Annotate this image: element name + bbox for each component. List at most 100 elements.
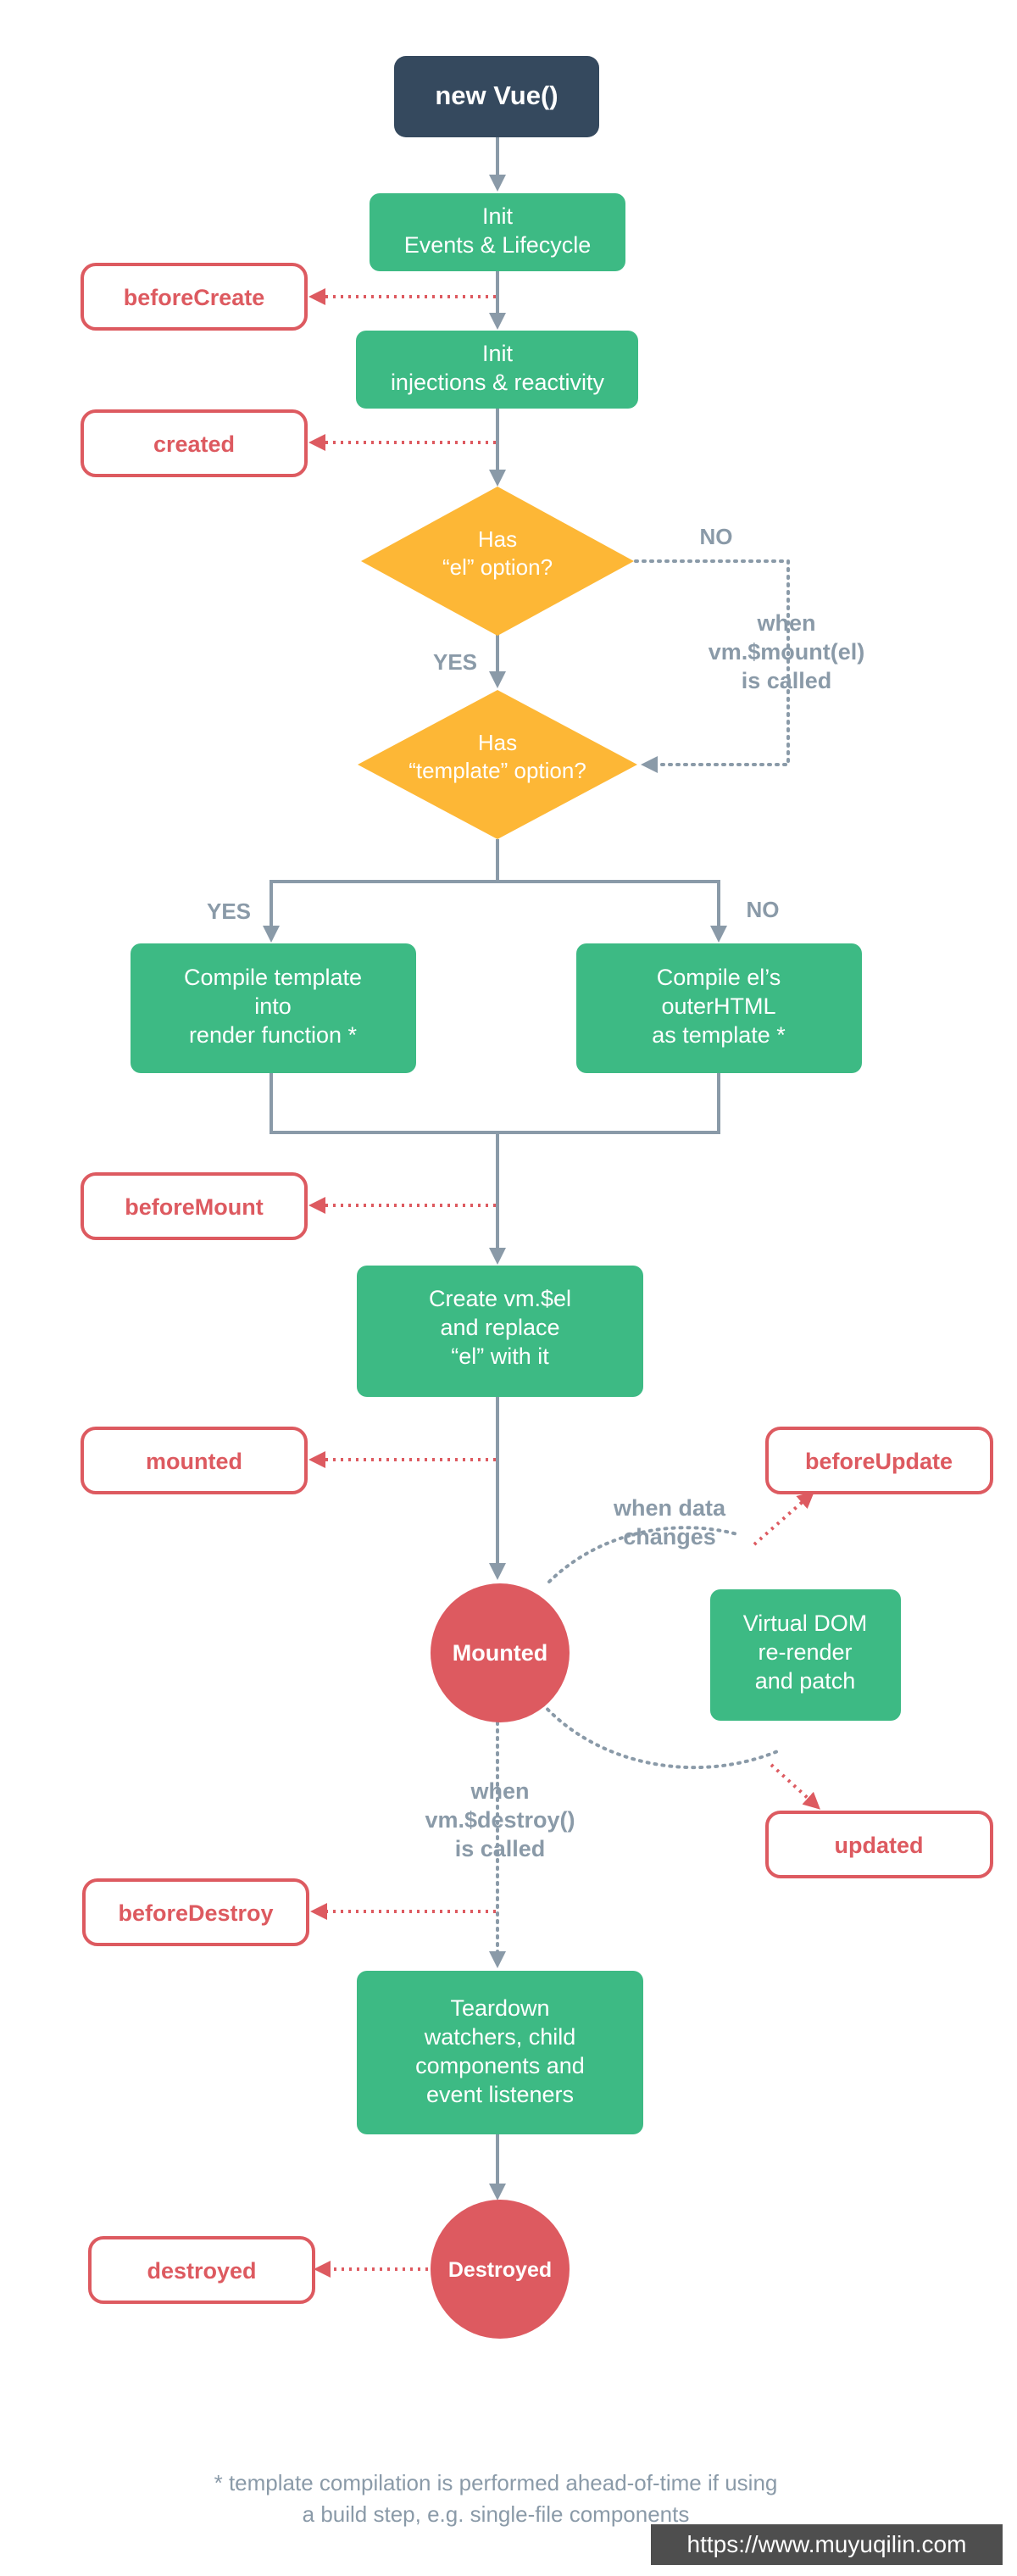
compile-el-box	[576, 943, 862, 1073]
label-when-destroy-1: when	[470, 1778, 529, 1804]
init-injections-line-2: injections & reactivity	[391, 370, 605, 395]
hook-updated: updated	[765, 1811, 993, 1878]
compile-template-line-2: into	[254, 993, 292, 1019]
has-template-line-1: Has	[478, 730, 517, 755]
destroyed-circle	[431, 2200, 570, 2339]
main-connectors	[263, 137, 727, 2200]
virtual-dom-box	[710, 1589, 901, 1721]
create-el-line-3: “el” with it	[451, 1344, 549, 1369]
hook-label-beforeMount: beforeMount	[125, 1194, 263, 1220]
create-el-box	[357, 1266, 643, 1397]
hook-box-beforeDestroy	[82, 1878, 309, 1946]
compile-template-line-3: render function *	[189, 1022, 358, 1048]
mounted-circle	[431, 1583, 570, 1722]
has-el-decision: Has “el” option?	[361, 487, 634, 636]
virtual-dom-line-1: Virtual DOM	[743, 1611, 868, 1636]
start-box	[394, 56, 599, 137]
label-no-el: NO	[700, 524, 733, 549]
compile-el-line-1: Compile el’s	[657, 965, 781, 990]
create-el-node: Create vm.$el and replace “el” with it	[357, 1266, 643, 1397]
watermark: https://www.muyuqilin.com	[651, 2524, 1003, 2565]
hook-box-beforeUpdate	[765, 1427, 993, 1494]
hook-connectors	[308, 288, 820, 2278]
teardown-line-1: Teardown	[450, 1995, 549, 2021]
hook-created: created	[81, 409, 308, 477]
has-template-diamond	[358, 690, 637, 839]
hook-beforeMount: beforeMount	[81, 1172, 308, 1240]
hook-line-beforeUpdate	[753, 1491, 814, 1546]
init-injections-node: Init injections & reactivity	[356, 331, 638, 409]
hook-box-updated	[765, 1811, 993, 1878]
hook-box-beforeMount	[81, 1172, 308, 1240]
connector-merge-left	[270, 1073, 497, 1134]
has-el-line-2: “el” option?	[442, 554, 553, 580]
hook-box-created	[81, 409, 308, 477]
label-yes-template: YES	[207, 899, 251, 924]
hook-mounted: mounted	[81, 1427, 308, 1494]
init-injections-box	[356, 331, 638, 409]
compile-el-node: Compile el’s outerHTML as template *	[576, 943, 862, 1073]
hook-beforeDestroy: beforeDestroy	[82, 1878, 309, 1946]
has-el-diamond	[361, 487, 634, 636]
label-when-destroy-3: is called	[455, 1836, 546, 1861]
create-el-line-2: and replace	[440, 1315, 559, 1340]
compile-template-node: Compile template into render function *	[131, 943, 416, 1073]
teardown-box	[357, 1971, 643, 2134]
footnote: * template compilation is performed ahea…	[214, 2470, 778, 2527]
connector-no-el-path	[634, 559, 790, 773]
label-when-mount-1: when	[756, 610, 815, 636]
hook-box-mounted	[81, 1427, 308, 1494]
has-el-line-1: Has	[478, 526, 517, 552]
hook-beforeCreate: beforeCreate	[81, 263, 308, 331]
destroyed-state: Destroyed	[431, 2200, 570, 2339]
init-events-node: Init Events & Lifecycle	[370, 193, 625, 271]
teardown-node: Teardown watchers, child components and …	[357, 1971, 643, 2134]
hook-label-beforeDestroy: beforeDestroy	[118, 1900, 273, 1926]
init-events-line-1: Init	[482, 203, 514, 229]
update-loop-lower-arc	[541, 1702, 781, 1770]
mounted-state: Mounted	[431, 1583, 570, 1722]
label-no-template: NO	[747, 897, 780, 922]
label-yes-el: YES	[433, 649, 477, 675]
connector-merge-right	[497, 1073, 720, 1134]
hook-label-mounted: mounted	[146, 1449, 242, 1474]
virtual-dom-node: Virtual DOM re-render and patch	[710, 1589, 901, 1721]
connector-split-left	[263, 880, 497, 943]
label-when-mount-3: is called	[742, 668, 832, 693]
destroyed-state-label: Destroyed	[448, 2258, 552, 2282]
compile-template-box	[131, 943, 416, 1073]
init-events-line-2: Events & Lifecycle	[404, 232, 592, 258]
label-when-data-1: when data	[613, 1495, 726, 1521]
hook-destroyed: destroyed	[88, 2236, 315, 2304]
teardown-line-4: event listeners	[426, 2082, 574, 2107]
create-el-line-1: Create vm.$el	[429, 1286, 571, 1311]
has-template-decision: Has “template” option?	[358, 690, 637, 839]
dotted-connectors	[489, 559, 790, 1968]
hook-line-updated	[770, 1763, 820, 1810]
connector-split-right	[497, 880, 727, 943]
label-when-mount-2: vm.$mount(el)	[709, 639, 865, 665]
label-when-data-2: changes	[623, 1524, 716, 1549]
hook-label-created: created	[153, 431, 235, 457]
start-label: new Vue()	[435, 81, 558, 110]
footnote-line-2: a build step, e.g. single-file component…	[303, 2501, 690, 2527]
has-template-line-2: “template” option?	[408, 758, 586, 783]
init-events-box	[370, 193, 625, 271]
hook-label-beforeCreate: beforeCreate	[124, 285, 265, 310]
hook-label-destroyed: destroyed	[147, 2258, 256, 2284]
update-loop-upper-arc	[547, 1526, 739, 1583]
hook-label-beforeUpdate: beforeUpdate	[805, 1449, 953, 1474]
virtual-dom-line-3: and patch	[755, 1668, 856, 1694]
hook-box-beforeCreate	[81, 263, 308, 331]
virtual-dom-line-2: re-render	[758, 1639, 852, 1665]
footnote-line-1: * template compilation is performed ahea…	[214, 2470, 778, 2495]
branch-labels: NO YES when vm.$mount(el) is called YES …	[207, 524, 864, 1861]
label-when-destroy-2: vm.$destroy()	[425, 1807, 575, 1833]
hook-beforeUpdate: beforeUpdate	[765, 1427, 993, 1494]
init-injections-line-1: Init	[482, 341, 514, 366]
hook-label-updated: updated	[835, 1833, 924, 1858]
hook-box-destroyed	[88, 2236, 315, 2304]
teardown-line-2: watchers, child	[424, 2024, 576, 2050]
compile-template-line-1: Compile template	[184, 965, 362, 990]
